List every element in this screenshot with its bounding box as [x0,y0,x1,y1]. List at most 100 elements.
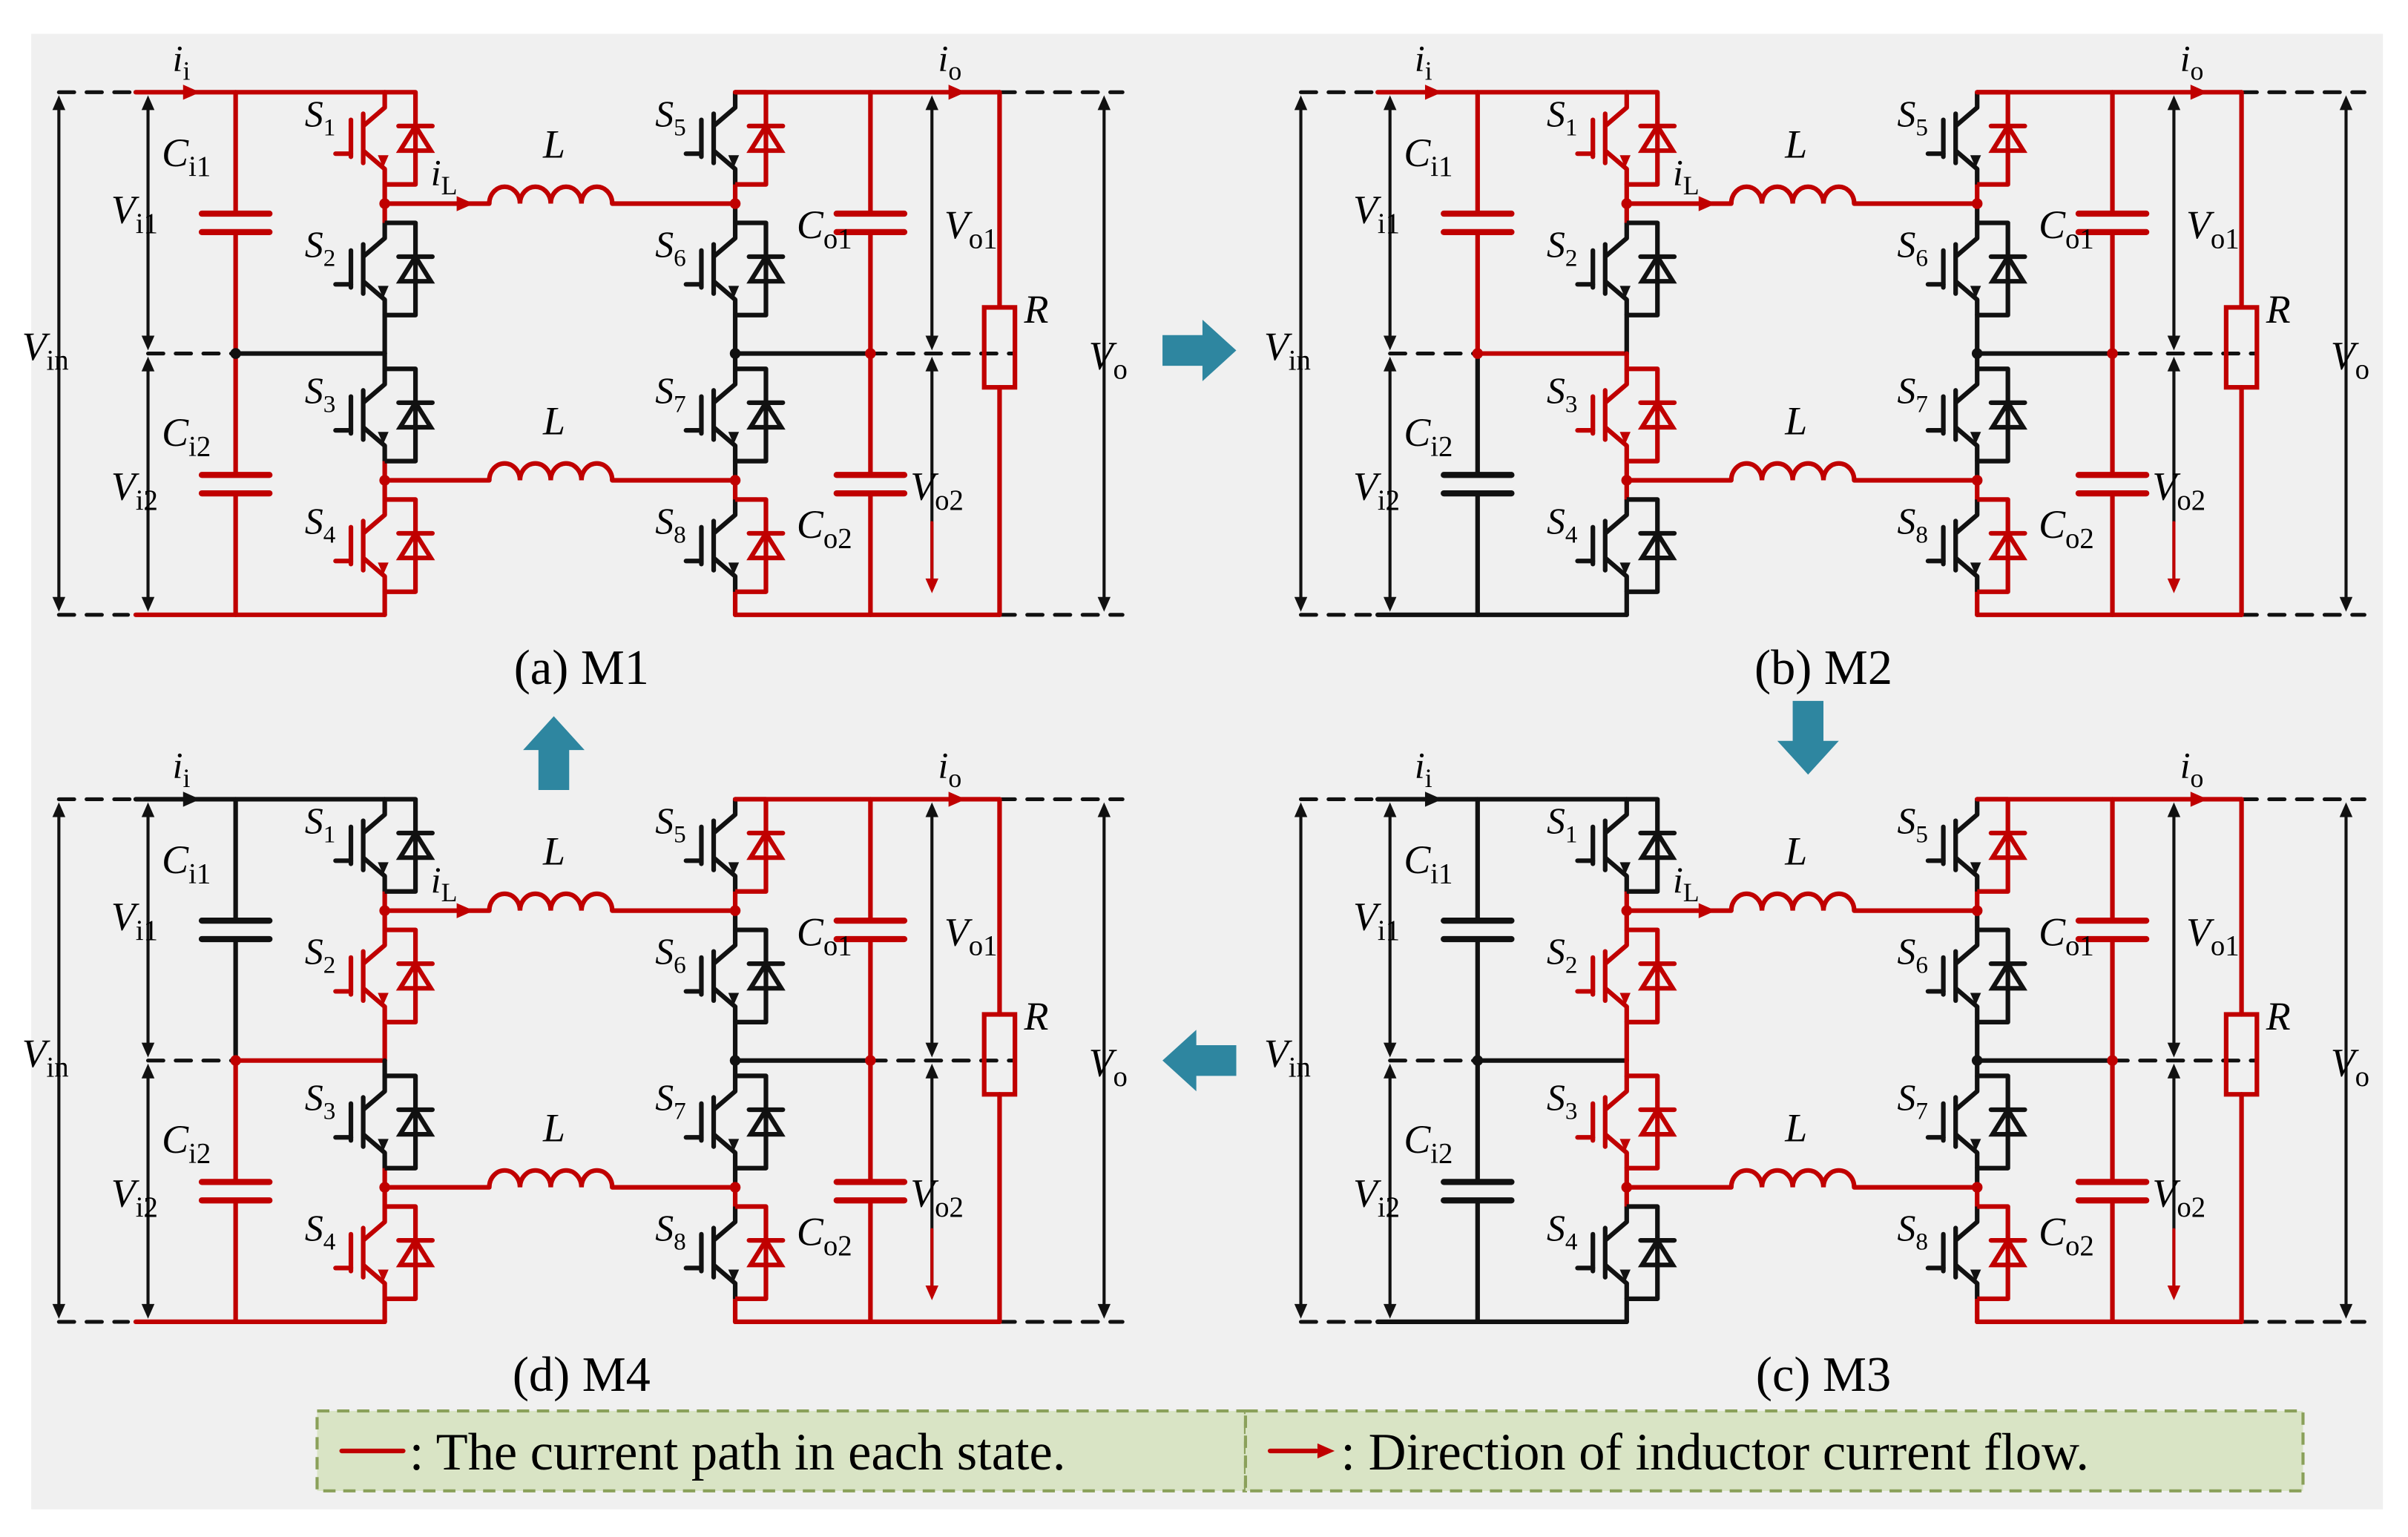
label-vo-sub: o [1113,1061,1128,1093]
label-co1-sub: o1 [2065,223,2094,255]
diode-wire [384,927,418,1024]
junction-dot [729,1055,741,1066]
label-io-sub: o [2191,56,2204,86]
igbt-emitter [1603,556,1629,592]
panel-d: VinVi1Vi2iiCi1Ci2S1S2S3S4iLLLS5S6S7S8ioC… [22,745,1128,1402]
arrowhead [1384,802,1397,817]
switch-label-sub: 4 [323,521,336,548]
junction-dot [379,1182,390,1193]
igbt-emitter-arrow [1970,1139,1981,1151]
label-vi2: Vi2 [111,1171,158,1223]
label-vi1: Vi1 [1353,895,1400,947]
igbt-emitter [1954,425,1980,461]
label-io-sub: o [948,763,961,793]
label-vo2-sub: o2 [935,1191,964,1223]
switch-label-sub: 3 [1565,1097,1578,1125]
igbt-emitter [1954,1132,1980,1168]
igbt-collector [361,1076,387,1112]
label-vi2-sub: i2 [136,484,158,516]
label-vo-main: V [1089,333,1118,378]
igbt-emitter-arrow [1970,1269,1981,1283]
switch-label-main: S [1547,1208,1565,1248]
diode-triangle [395,252,435,284]
arrowhead [1294,1303,1308,1319]
switch-label: S2 [305,931,335,978]
igbt-collector [1954,1076,1980,1112]
switch-label-main: S [1897,1208,1915,1248]
arrowhead [2339,596,2353,612]
igbt-emitter-arrow [378,1139,389,1151]
diode-triangle [1988,1236,2027,1268]
switch-label-main: S [1897,93,1915,134]
igbt-collector [1954,1206,1980,1243]
diode-triangle [1988,1105,2027,1137]
igbt-collector [1954,799,1980,835]
igbt-emitter-arrow [378,862,389,875]
switch-s1: S1 [1547,90,1677,187]
panel-caption: (d) M4 [513,1348,651,1402]
label-co1-sub: o1 [2065,930,2094,962]
switch-s3: S3 [305,1073,435,1171]
switch-label-main: S [655,224,674,265]
diode-wire [735,366,769,464]
panel-c: VinVi1Vi2iiCi1Ci2S1S2S3S4iLLLS5S6S7S8ioC… [1264,745,2369,1402]
diode-triangle [395,122,435,154]
igbt-emitter [712,986,738,1022]
switch-label: S5 [655,800,685,848]
igbt-emitter [1954,855,1980,892]
arrowhead [1424,791,1443,807]
igbt-emitter [712,855,738,892]
switch-label-sub: 3 [323,390,336,418]
label-co1: Co1 [797,909,852,961]
label-vo2-main: V [910,1171,939,1216]
label-vo-main: V [2331,1040,2360,1085]
diode-wire [1626,797,1660,894]
switch-label: S1 [1547,93,1577,141]
label-ci1-sub: i1 [1430,151,1453,182]
diode-wire [1626,220,1660,317]
label-l-bottom: L [1784,398,1807,443]
inductor-coil [487,184,615,204]
junction-dot [1971,905,1983,916]
label-io-main: i [2180,38,2191,79]
junction-dot [1621,198,1633,209]
diode-wire [384,366,418,464]
label-co2-sub: o2 [2065,1230,2094,1262]
arrowhead [2167,1286,2181,1300]
diode-wire [735,1204,769,1301]
label-vi1-sub: i1 [136,915,158,947]
arrowhead [1698,196,1716,211]
igbt-collector [712,223,738,259]
label-vo: Vo [2331,1040,2369,1092]
igbt-collector [361,369,387,405]
igbt-emitter [1603,1132,1629,1168]
arrowhead [456,903,474,918]
arrowhead [182,85,200,100]
diode-triangle [395,1236,435,1268]
igbt-collector [1603,1206,1629,1243]
label-vo1-sub: o1 [2211,223,2240,255]
label-vi2-sub: i2 [1378,484,1400,516]
label-ci2: Ci2 [162,1117,211,1169]
arrowhead [925,1286,938,1300]
label-vo1-main: V [2186,203,2215,247]
label-co2-sub: o2 [823,1230,852,1262]
diode-triangle [1637,829,1677,860]
label-ci2: Ci2 [1404,1117,1453,1169]
inductor-coil [487,461,615,481]
legend-arrow-head [1317,1443,1335,1459]
arrowhead [1384,335,1397,351]
label-ci1-sub: i1 [188,858,211,889]
switch-label: S3 [305,1077,335,1125]
label-il-sub: L [1683,878,1700,907]
arrowhead [141,335,155,351]
label-vo-main: V [1089,1040,1118,1085]
label-vi2-main: V [1353,1171,1382,1216]
igbt-emitter [361,855,387,892]
switch-s2: S2 [1547,220,1677,317]
switch-label-sub: 3 [1565,390,1578,418]
diode-triangle [395,959,435,991]
igbt-emitter-arrow [728,562,740,575]
label-vi2-sub: i2 [136,1191,158,1223]
switch-label-sub: 2 [1565,952,1578,979]
